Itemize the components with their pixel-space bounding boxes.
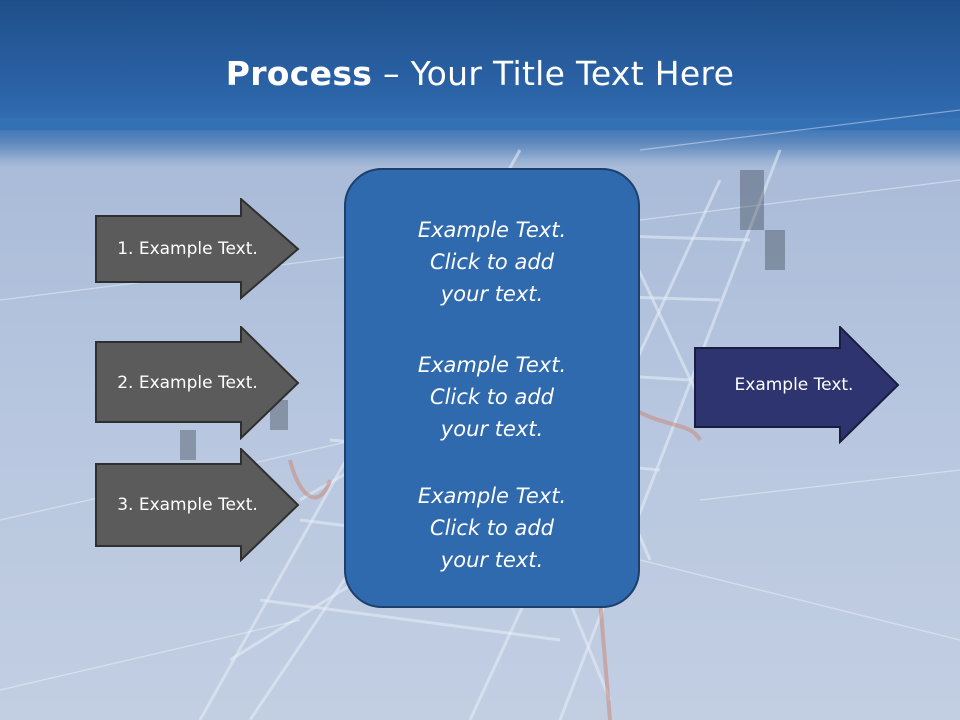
- center-text-line: Example Text.: [417, 218, 567, 242]
- step-arrow-label: 1. Example Text.: [117, 239, 258, 259]
- center-text-block-2: Example Text. Click to add your text.: [346, 349, 638, 445]
- center-text-line: Click to add: [429, 516, 554, 540]
- center-text-line: Click to add: [429, 250, 554, 274]
- step-arrow-3[interactable]: 3. Example Text.: [95, 448, 300, 562]
- step-arrow-label: 3. Example Text.: [117, 495, 258, 515]
- center-text-line: Example Text.: [417, 484, 567, 508]
- slide-title[interactable]: Process – Your Title Text Here: [0, 52, 960, 96]
- center-text-block-1: Example Text. Click to add your text.: [346, 214, 638, 310]
- center-text-box[interactable]: Example Text. Click to add your text. Ex…: [344, 168, 640, 608]
- step-arrow-label: 2. Example Text.: [117, 373, 258, 393]
- arrow-shape: [694, 326, 900, 444]
- arrow-shape: [95, 448, 300, 562]
- title-rest: – Your Title Text Here: [372, 54, 735, 93]
- step-arrow-2[interactable]: 2. Example Text.: [95, 326, 300, 440]
- center-text-line: Example Text.: [417, 353, 567, 377]
- header-fade: [0, 118, 960, 168]
- result-arrow-label: Example Text.: [734, 375, 854, 395]
- center-text-line: Click to add: [429, 385, 554, 409]
- title-bold: Process: [225, 54, 373, 93]
- step-arrow-1[interactable]: 1. Example Text.: [95, 198, 300, 300]
- center-text-line: your text.: [440, 417, 544, 441]
- arrow-shape: [95, 198, 300, 300]
- center-text-line: your text.: [440, 548, 544, 572]
- result-arrow[interactable]: Example Text.: [694, 326, 900, 444]
- header-band: [0, 0, 960, 130]
- arrow-shape: [95, 326, 300, 440]
- center-text-block-3: Example Text. Click to add your text.: [346, 480, 638, 576]
- center-text-line: your text.: [440, 282, 544, 306]
